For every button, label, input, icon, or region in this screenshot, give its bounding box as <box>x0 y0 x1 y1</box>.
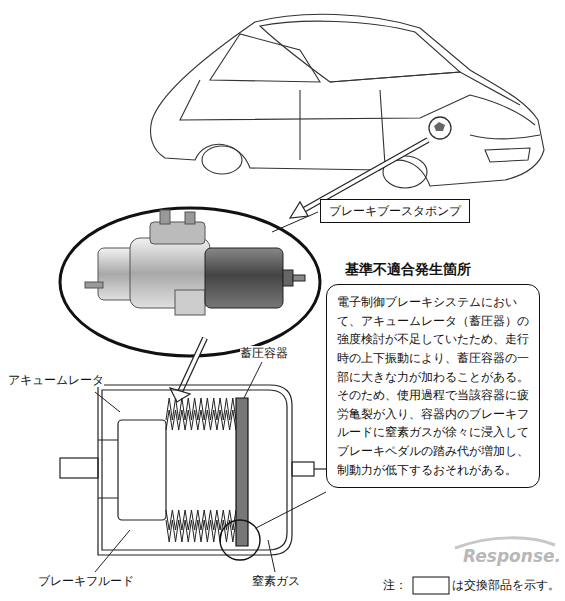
watermark: Response. <box>463 546 561 566</box>
failure-circle <box>220 520 260 560</box>
note-sample-box <box>413 577 449 594</box>
body-text: 電子制御ブレーキシステムにおいて、アキュームレータ（蓄圧器）の強度検討が不足して… <box>337 293 529 479</box>
accumulator-section <box>60 385 330 555</box>
pointer-arrow <box>180 338 205 392</box>
part-name-box: ブレーキブースタポンプ <box>320 199 470 223</box>
part-name: ブレーキブースタポンプ <box>329 204 461 218</box>
part-label: ブレーキフルード <box>38 574 134 588</box>
leader-line <box>268 540 275 572</box>
note-text: 注： <box>383 578 407 592</box>
pointer-arrow <box>180 338 205 392</box>
pointer-arrowhead <box>290 202 308 218</box>
leader-line <box>256 492 326 528</box>
part-label: 窒素ガス <box>252 574 300 588</box>
heading: 基準不適合発生箇所 <box>345 261 471 279</box>
pump-photo <box>85 210 305 315</box>
car-drawing <box>151 14 544 188</box>
pressure-vessel-plate <box>236 398 248 546</box>
note-text: は交換部品を示す。 <box>452 578 560 592</box>
leader-line <box>244 362 262 398</box>
leader-line <box>95 530 130 572</box>
leader-line <box>95 392 120 412</box>
leader-line <box>272 212 318 232</box>
explanation-box: 基準不適合発生箇所電子制御ブレーキシステムにおいて、アキュームレータ（蓄圧器）の… <box>326 284 540 488</box>
part-label: アキュームレータ <box>8 373 104 387</box>
highlight-ellipse <box>60 208 320 356</box>
part-label: 蓄圧容器 <box>240 346 288 360</box>
